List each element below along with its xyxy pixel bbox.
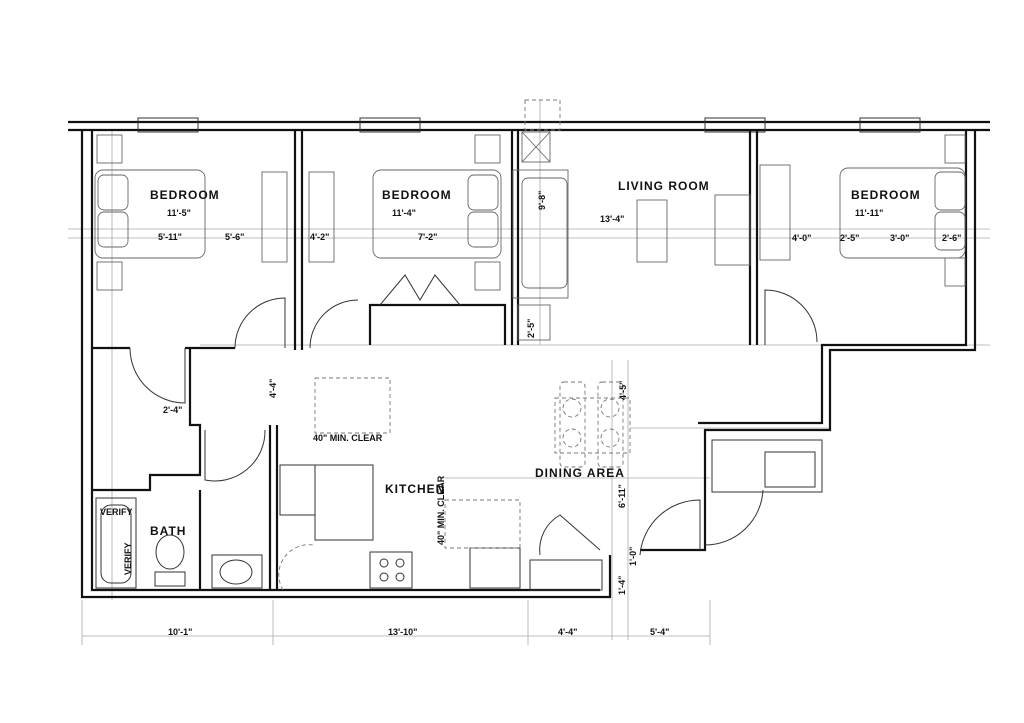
dim-label: 5'-6" (225, 232, 244, 242)
room-labels: BEDROOM 11'-5" BEDROOM 11'-4" LIVING ROO… (150, 179, 921, 538)
dimension-lines (68, 100, 990, 645)
dim-label: 5'-11" (158, 232, 182, 242)
verify-note: VERIFY (123, 542, 133, 575)
dim-label: 10'-1" (168, 627, 192, 637)
dim-label: 40" MIN. CLEAR (313, 433, 383, 443)
dim-label: 1'-0" (628, 547, 638, 566)
dim-label: 2'-5" (840, 233, 859, 243)
dim-label: 4'-4" (558, 627, 577, 637)
dim-label: 9'-8" (537, 191, 547, 210)
kitchen-label: KITCHEN (385, 482, 445, 496)
living-room-label: LIVING ROOM (618, 179, 710, 193)
bedroom2-width: 11'-4" (392, 208, 416, 218)
bedroom1-label: BEDROOM (150, 188, 220, 202)
dim-label: 40" MIN. CLEAR (436, 475, 446, 545)
dim-label: 13'-10" (388, 627, 417, 637)
dim-label: 2'-4" (163, 405, 182, 415)
dimension-labels: 5'-11" 5'-6" 4'-2" 7'-2" 4'-0" 2'-5" 3'-… (100, 191, 961, 637)
dim-label: 1'-4" (617, 576, 627, 595)
bath-label: BATH (150, 524, 186, 538)
dim-label: 4'-2" (310, 232, 329, 242)
dim-label: 2'-6" (942, 233, 961, 243)
dim-label: 6'-11" (617, 484, 627, 508)
dim-label: 4'-0" (792, 233, 811, 243)
dim-label: 2'-5" (526, 319, 536, 338)
furniture (94, 131, 966, 591)
dim-label: 5'-4" (650, 627, 669, 637)
dim-label: 3'-0" (890, 233, 909, 243)
bedroom1-width: 11'-5" (167, 208, 191, 218)
dining-area-label: DINING AREA (535, 466, 625, 480)
living-room-width: 13'-4" (600, 214, 624, 224)
doors (129, 274, 818, 556)
dim-label: 4'-5" (618, 381, 628, 400)
bedroom2-label: BEDROOM (382, 188, 452, 202)
verify-note: VERIFY (100, 507, 133, 517)
walls (68, 99, 990, 599)
bedroom3-label: BEDROOM (851, 188, 921, 202)
dim-label: 7'-2" (418, 232, 437, 242)
dim-label: 4'-4" (268, 379, 278, 398)
bedroom3-width: 11'-11" (855, 208, 883, 218)
